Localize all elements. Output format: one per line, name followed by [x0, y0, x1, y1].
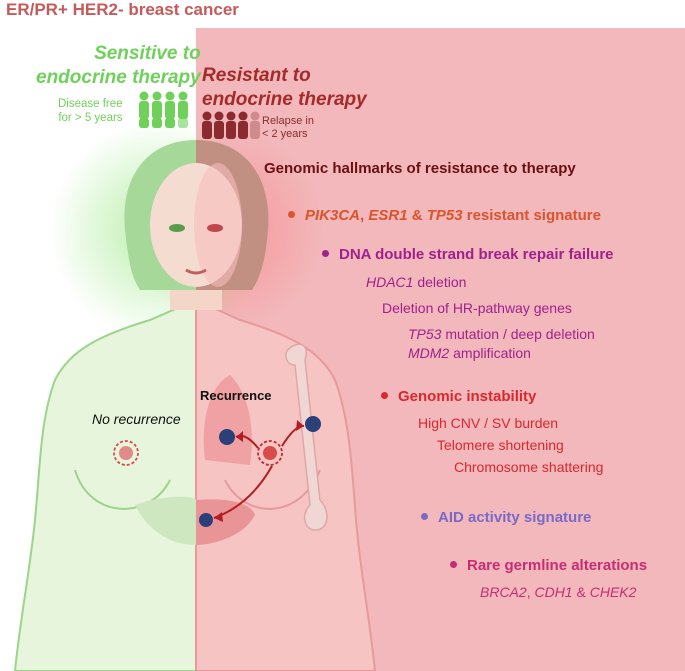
- no-recurrence-label: No recurrence: [92, 411, 181, 427]
- gene-mdm2: MDM2: [408, 345, 450, 361]
- germline-dot: [450, 560, 457, 568]
- instability-heading-text: Genomic instability: [398, 388, 537, 405]
- left-breast: [74, 469, 171, 510]
- bone: [285, 343, 328, 531]
- signature-rest: resistant signature: [462, 207, 601, 224]
- arrowhead-liver: [214, 512, 223, 522]
- signature-sep: ,: [360, 207, 369, 224]
- signature-dot: [288, 210, 295, 218]
- figure-title: ER/PR+ HER2- breast cancer: [6, 0, 239, 19]
- dsb-heading-text: DNA double strand break repair failure: [339, 246, 614, 263]
- resistant-label: Resistant to endocrine therapy: [202, 64, 367, 112]
- metastasis-lung: [219, 429, 235, 445]
- resistant-line1: Resistant to: [202, 65, 311, 86]
- aid-heading-text: AID activity signature: [438, 509, 592, 526]
- instability-item: Chromosome shattering: [454, 459, 604, 475]
- liver-left: [135, 496, 196, 545]
- mdm2-rest: amplification: [449, 345, 531, 361]
- left-eye: [169, 224, 185, 232]
- resistant-note2: < 2 years: [262, 128, 308, 140]
- sensitive-label: Sensitive to endocrine therapy: [36, 42, 201, 90]
- tumor-left-core: [119, 446, 133, 460]
- dsb-item-mdm2: MDM2 amplification: [408, 345, 531, 361]
- metastasis-liver: [199, 513, 213, 527]
- gene-pik3ca: PIK3CA: [305, 207, 361, 224]
- instability-dot: [381, 391, 388, 399]
- resistant-people-icons: [202, 111, 260, 139]
- right-eye: [207, 224, 223, 232]
- hdac1-rest: deletion: [413, 274, 467, 290]
- dsb-heading: DNA double strand break repair failure: [322, 246, 614, 263]
- dsb-item-hdac1: HDAC1 deletion: [366, 274, 466, 290]
- instability-heading: Genomic instability: [381, 388, 536, 405]
- sensitive-note: Disease free for > 5 years: [58, 97, 123, 125]
- metastasis-bone: [305, 416, 321, 432]
- gene-esr1: ESR1: [368, 207, 408, 224]
- recurrence-label: Recurrence: [200, 388, 272, 403]
- lung: [203, 375, 252, 465]
- gene-brca2: BRCA2: [480, 584, 527, 600]
- gene-tp53-dsb: TP53: [408, 326, 442, 342]
- resistant-line2: endocrine therapy: [202, 89, 367, 110]
- germline-heading-text: Rare germline alterations: [467, 557, 648, 574]
- sensitive-line2: endocrine therapy: [36, 67, 201, 88]
- gene-hdac1: HDAC1: [366, 274, 414, 290]
- arrowhead-lung: [236, 431, 243, 442]
- aid-dot: [421, 512, 428, 520]
- aid-heading: AID activity signature: [421, 509, 591, 526]
- instability-item: Telomere shortening: [437, 437, 564, 453]
- instability-item: High CNV / SV burden: [418, 415, 559, 431]
- resistant-note1: Relapse in: [262, 115, 314, 127]
- germline-amp: &: [572, 584, 590, 600]
- body-left: [13, 298, 197, 671]
- sensitive-note2: for > 5 years: [58, 112, 123, 124]
- germline-heading: Rare germline alterations: [450, 557, 647, 574]
- tumor-right-core: [263, 446, 277, 460]
- resistant-note: Relapse in < 2 years: [262, 115, 314, 141]
- gene-tp53: TP53: [426, 207, 463, 224]
- signature-bullet: PIK3CA, ESR1 & TP53 resistant signature: [288, 207, 601, 224]
- liver-right: [196, 499, 255, 545]
- tumor-right: [257, 440, 283, 466]
- germline-genes: BRCA2, CDH1 & CHEK2: [480, 584, 636, 600]
- sensitive-note1: Disease free: [58, 98, 123, 110]
- hallmarks-title: Genomic hallmarks of resistance to thera…: [264, 160, 576, 177]
- gene-cdh1: CDH1: [534, 584, 573, 600]
- sensitive-people-icons: [139, 91, 188, 128]
- dsb-item-hr: Deletion of HR-pathway genes: [382, 300, 572, 316]
- signature-amp: &: [407, 207, 427, 224]
- arrowhead-bone: [296, 420, 304, 431]
- dsb-item-tp53: TP53 mutation / deep deletion: [408, 326, 595, 342]
- tumor-left: [113, 440, 139, 466]
- gene-chek2: CHEK2: [589, 584, 637, 600]
- dsb-dot: [322, 249, 329, 257]
- tp53-rest: mutation / deep deletion: [441, 326, 595, 342]
- germline-sep: ,: [526, 584, 535, 600]
- sensitive-line1: Sensitive to: [94, 43, 201, 64]
- mouth: [185, 268, 207, 275]
